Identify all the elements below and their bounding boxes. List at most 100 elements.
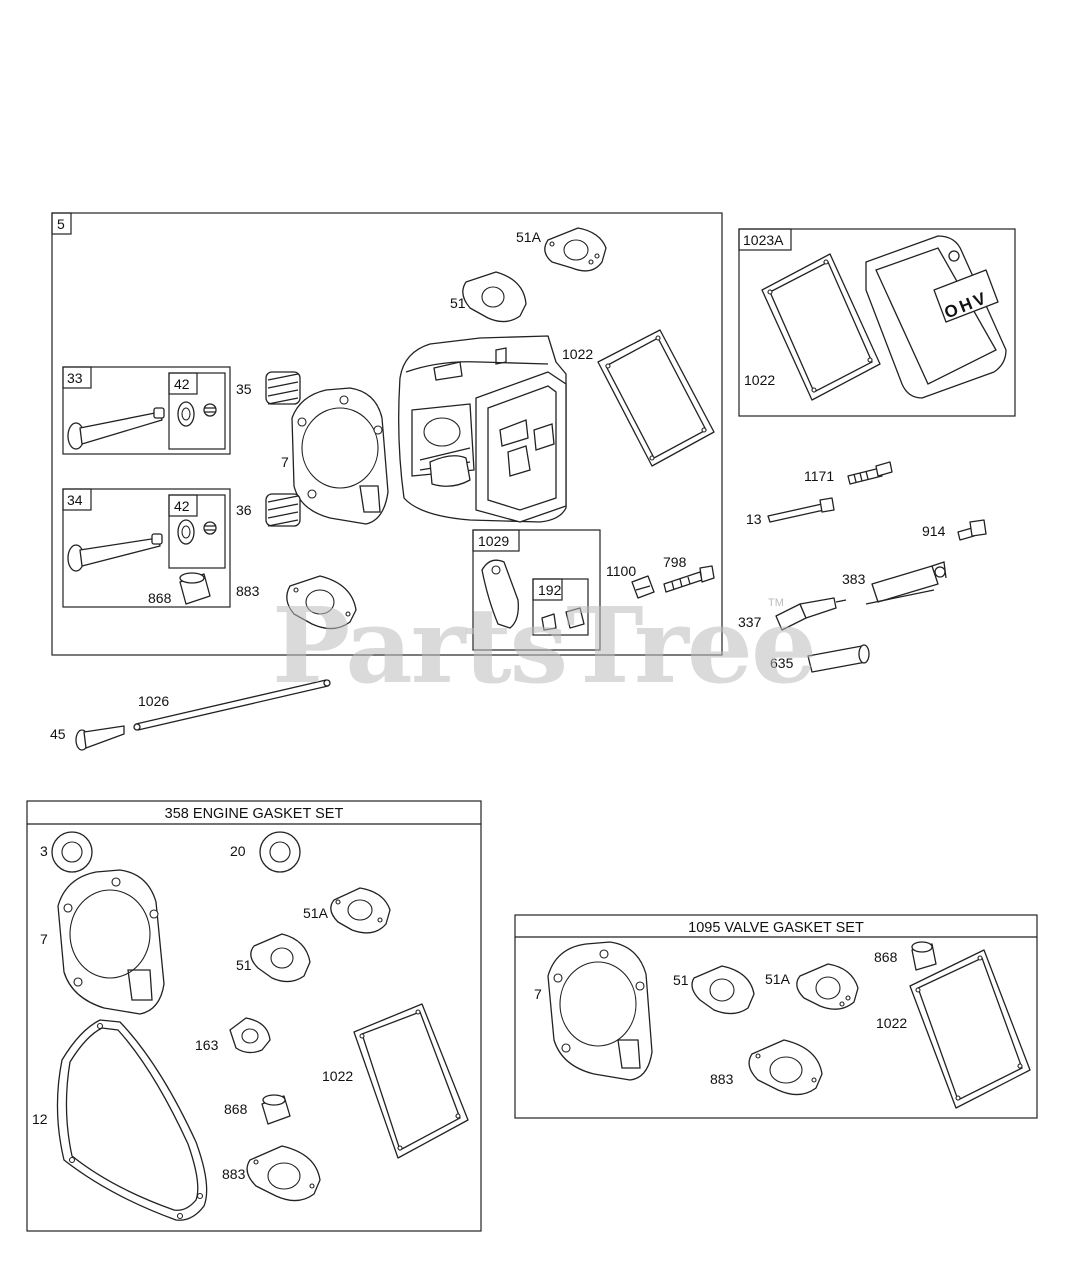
crankcase-gasket-12[interactable] [56,1019,208,1221]
intake-gasket-vgs-51a[interactable] [796,963,859,1010]
guide-plate-1100[interactable] [631,575,655,599]
cover-box-ref-tab [738,228,792,251]
intake-spacer-egs-51[interactable] [250,933,311,983]
callout-egs-7: 7 [40,931,48,947]
cover-gasket-1022[interactable] [761,253,881,401]
exhaust-valve-ref-tab [62,488,92,511]
main-assembly-frame [51,212,723,656]
intake-gasket-egs-51a[interactable] [330,887,391,934]
callout-7: 7 [281,454,289,470]
callout-egs-51: 51 [236,957,252,973]
callout-798: 798 [663,554,687,570]
valve-seal-868[interactable] [179,572,211,605]
head-gasket-egs-7[interactable] [57,869,165,1015]
engine-gasket-set-title: 358 ENGINE GASKET SET [165,806,344,822]
callout-337: 337 [738,614,762,630]
callout-45: 45 [50,726,66,742]
main-assembly-ref: 5 [57,216,65,232]
valve-seal-egs-868[interactable] [261,1094,291,1125]
intake-valve-box [62,366,231,455]
callout-egs-883: 883 [222,1166,246,1182]
callout-36: 36 [236,502,252,518]
intake-valve-ref-tab [62,366,92,389]
stud-1171[interactable] [847,461,893,485]
exhaust-valve-34[interactable] [67,533,163,572]
valve-retainer-42b[interactable] [177,519,217,545]
cover-box-ref: 1023A [743,232,784,248]
callout-1100: 1100 [606,563,636,579]
engine-gasket-set-frame [26,800,482,1232]
exhaust-gasket-883[interactable] [286,575,357,630]
bolt-914[interactable] [957,519,987,541]
head-gasket-vgs-7[interactable] [547,941,653,1081]
rocker-ref: 1029 [478,533,509,549]
valve-gasket-set-title: 1095 VALVE GASKET SET [688,920,864,936]
callout-383: 383 [842,571,866,587]
exhaust-valve-subref-tab [168,494,198,517]
cover-box-frame [738,228,1016,417]
callout-1022: 1022 [562,346,593,362]
exhaust-gasket-vgs-883[interactable] [748,1039,823,1096]
callout-egs-3: 3 [40,843,48,859]
rocker-cover-gasket-1022[interactable] [597,329,715,467]
rocker-box [472,529,601,651]
valve-spring-35[interactable] [265,371,301,405]
rocker-gasket-vgs-1022[interactable] [909,949,1031,1109]
callout-vgs-868: 868 [874,949,898,965]
rocker-stud-798[interactable] [663,565,715,593]
callout-51: 51 [450,295,466,311]
ignition-coil-383[interactable] [865,561,947,605]
callout-635: 635 [770,655,794,671]
exhaust-valve-ref: 34 [67,492,83,508]
intake-valve-ref: 33 [67,370,83,386]
callout-egs-51a: 51A [303,905,329,921]
callout-egs-20: 20 [230,843,246,859]
intake-valve-subref-tab [168,372,198,395]
cylinder-head[interactable] [398,335,567,523]
exhaust-gasket-egs-883[interactable] [246,1145,321,1202]
spark-plug-337[interactable] [775,597,847,631]
callout-egs-163: 163 [195,1037,219,1053]
callout-vgs-1022: 1022 [876,1015,907,1031]
exhaust-valve-box [62,488,231,608]
exhaust-valve-subref: 42 [174,498,190,514]
callout-egs-1022: 1022 [322,1068,353,1084]
valve-cover-ohv[interactable] [865,235,1007,399]
callout-vgs-51: 51 [673,972,689,988]
rocker-arm-1029[interactable] [481,559,519,629]
rocker-gasket-egs-1022[interactable] [353,1003,469,1159]
intake-spacer-vgs-51[interactable] [691,965,755,1015]
bolt-13[interactable] [767,497,835,523]
tappet-45[interactable] [75,725,125,751]
main-assembly-ref-tab [51,212,72,235]
valve-seal-vgs-868[interactable] [911,941,937,971]
gasket-163[interactable] [229,1017,271,1054]
callout-vgs-51a: 51A [765,971,791,987]
spark-plug-boot-635[interactable] [807,644,870,673]
head-gasket-7[interactable] [291,387,389,525]
rocker-ref-tab [472,529,520,552]
rocker-nut-192[interactable] [541,607,585,631]
oil-seal-20[interactable] [259,831,301,873]
rocker-subref-tab [532,578,563,601]
valve-spring-36[interactable] [265,493,301,527]
push-rod-1026[interactable] [133,679,331,731]
callout-1171: 1171 [804,468,834,484]
callout-egs-868: 868 [224,1101,248,1117]
callout-13: 13 [746,511,762,527]
callout-1026: 1026 [138,693,169,709]
rocker-subref: 192 [538,582,562,598]
callout-vgs-883: 883 [710,1071,734,1087]
intake-valve-33[interactable] [67,407,165,450]
intake-valve-subref: 42 [174,376,190,392]
callout-egs-12: 12 [32,1111,48,1127]
valve-gasket-set-frame [514,914,1038,1119]
oil-seal-3[interactable] [51,831,93,873]
valve-retainer-42[interactable] [177,401,217,427]
callout-35: 35 [236,381,252,397]
intake-spacer-51[interactable] [462,271,527,323]
callout-vgs-7: 7 [534,986,542,1002]
intake-gasket-51a[interactable] [544,227,607,272]
callout-914: 914 [922,523,946,539]
